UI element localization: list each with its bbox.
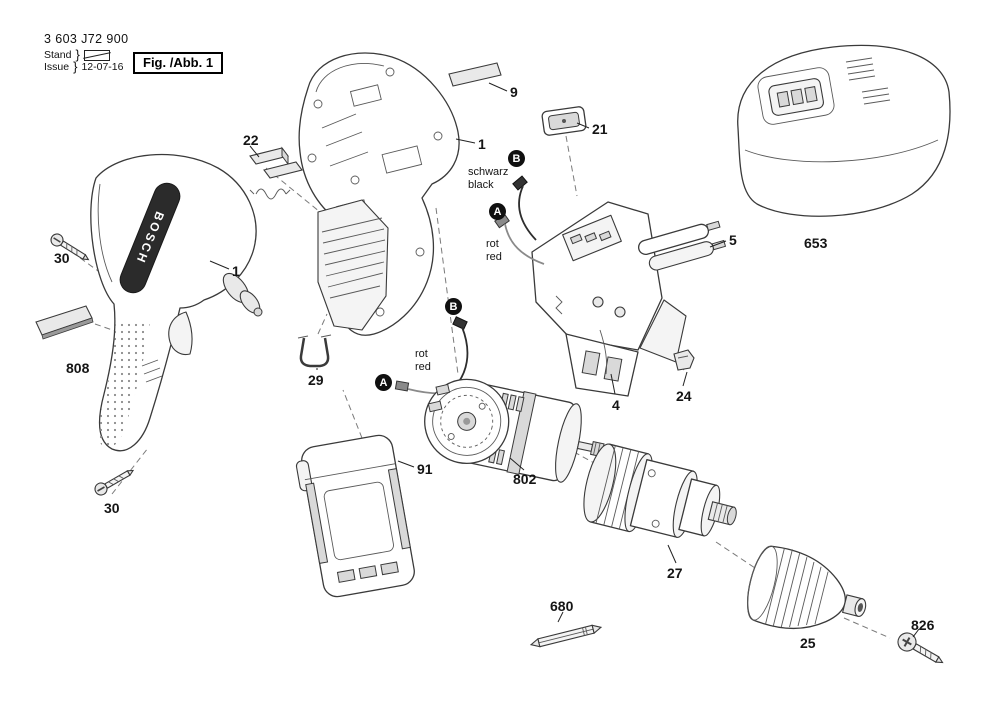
part-27-gearbox <box>583 443 737 538</box>
document-part-number: 3 603 J72 900 <box>44 32 129 46</box>
part-91-battery <box>295 434 415 598</box>
part-1-housing-left: BOSCH <box>90 153 263 452</box>
issue-label: Issue <box>44 61 70 73</box>
stand-row: Stand } <box>44 47 128 62</box>
part-1-housing-right <box>298 52 460 336</box>
part-9-label-strip <box>448 62 502 87</box>
part-5-slider <box>637 220 727 271</box>
part-680-bit <box>529 624 603 648</box>
part-22-brackets <box>249 146 303 200</box>
stand-label: Stand <box>44 49 72 61</box>
figure-label: Fig. /Abb. 1 <box>133 52 224 74</box>
part-802-motor <box>424 378 605 483</box>
part-4-switch-assembly <box>531 201 687 397</box>
callout-leader-lines <box>209 82 920 638</box>
issue-date: 12-07-16 <box>81 61 124 73</box>
part-30-screw-bottom <box>94 469 135 496</box>
issue-brace: } <box>73 59 78 74</box>
part-21-button <box>541 106 587 136</box>
stand-stamp <box>83 49 110 61</box>
part-653-charger <box>737 44 951 217</box>
document-info: 3 603 J72 900 Stand } Issue } 12-07-16 <box>44 32 128 73</box>
part-826-screw <box>897 632 944 664</box>
issue-row: Issue } 12-07-16 <box>44 59 128 74</box>
part-808-nameplate <box>35 305 94 340</box>
part-29-clip <box>297 334 332 368</box>
part-30-screw-top <box>50 233 90 261</box>
stand-brace: } <box>75 47 80 62</box>
part-25-chuck <box>747 545 867 630</box>
part-24-clip <box>673 349 695 371</box>
